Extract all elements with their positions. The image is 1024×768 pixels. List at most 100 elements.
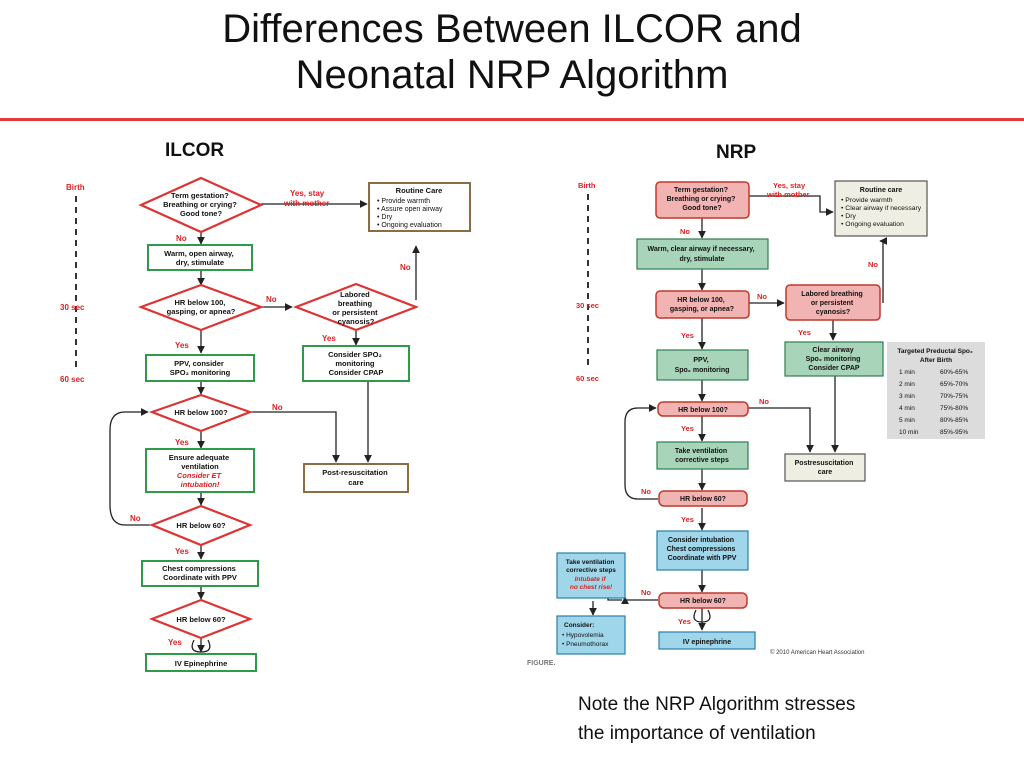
ilcor-edge-labels: Yes, stay with mother No No No Yes Yes N… bbox=[130, 189, 411, 647]
svg-text:2 min: 2 min bbox=[899, 381, 915, 388]
nrp-routine-care-box: Routine care • Provide warmth • Clear ai… bbox=[834, 180, 928, 237]
ilcor-no-3: No bbox=[400, 263, 411, 272]
svg-text:Take ventilation corre: Take ventilation corrective steps bbox=[566, 559, 617, 574]
nrp-no-3: No bbox=[868, 260, 878, 269]
svg-text:Labored breathing: Labored breathing or persistent cyanosis… bbox=[332, 290, 380, 326]
nrp-hr60-box: HR below 60? bbox=[658, 490, 748, 507]
svg-text:Labored breathing or p: Labored breathing or persistent cyanosis… bbox=[801, 291, 864, 316]
svg-text:Post-resuscitation car: Post-resuscitation care bbox=[322, 468, 390, 487]
ilcor-decision-labored: Labored breathing or persistent cyanosis… bbox=[292, 282, 420, 332]
svg-text:4 min: 4 min bbox=[899, 405, 915, 412]
svg-text:Warm, open airway, dry: Warm, open airway, dry, stimulate bbox=[164, 249, 236, 267]
nrp-spo2-target-table: Targeted Preductal Spo₂ After Birth 1 mi… bbox=[887, 342, 985, 439]
nrp-flowchart: Birth 30 sec 60 sec bbox=[527, 180, 985, 667]
nrp-yes-stay-2: with mother bbox=[766, 190, 810, 199]
svg-text:HR below 100, gasping,: HR below 100, gasping, or apnea? bbox=[670, 297, 734, 313]
nrp-timeline: Birth 30 sec 60 sec bbox=[576, 181, 599, 383]
svg-text:HR below 60?: HR below 60? bbox=[176, 615, 226, 624]
svg-text:Postresuscitation care: Postresuscitation care bbox=[795, 460, 856, 476]
svg-text:1 min: 1 min bbox=[899, 369, 915, 376]
nrp-yes-2: Yes bbox=[681, 331, 694, 340]
ilcor-yes-stay-1: Yes, stay bbox=[290, 189, 325, 198]
nrp-connectors bbox=[589, 195, 888, 631]
svg-text:• Provide warmth • Ass: • Provide warmth • Assure open airway • … bbox=[377, 198, 444, 229]
svg-text:HR below 60?: HR below 60? bbox=[680, 598, 726, 605]
nrp-no-1: No bbox=[680, 227, 690, 236]
svg-text:• Hypovolemia • Pneumo: • Hypovolemia • Pneumothorax bbox=[562, 632, 609, 648]
flowchart-canvas: Birth 30 sec 60 sec Yes, stay bbox=[60, 176, 985, 672]
ilcor-yes-stay-2: with mother bbox=[283, 199, 329, 208]
nrp-epinephrine-box: IV epinephrine bbox=[658, 631, 756, 650]
svg-text:Term gestation? Breath: Term gestation? Breathing or crying? Goo… bbox=[667, 187, 738, 212]
nrp-time-30: 30 sec bbox=[576, 301, 599, 310]
ilcor-ensure-ventilation-box: Ensure adequate ventilation Consider ET … bbox=[145, 448, 255, 493]
nrp-yes-stay-1: Yes, stay bbox=[773, 181, 806, 190]
nrp-take-ventilation-2-box: Take ventilation corrective steps Intuba… bbox=[556, 552, 626, 599]
svg-text:Consider:: Consider: bbox=[564, 622, 594, 629]
ilcor-decision-hr100: HR below 100, gasping, or apnea? bbox=[137, 283, 265, 332]
nrp-hr60-b-box: HR below 60? bbox=[658, 592, 748, 609]
note-line-1: Note the NRP Algorithm stresses bbox=[578, 694, 856, 715]
svg-text:Consider ET intubation: Consider ET intubation! bbox=[177, 471, 223, 489]
ilcor-epinephrine-box: IV Epinephrine bbox=[145, 653, 257, 672]
nrp-warm-box: Warm, clear airway if necessary, dry, st… bbox=[636, 238, 769, 270]
title-line-1: Differences Between ILCOR and bbox=[222, 7, 802, 51]
nrp-no-5: No bbox=[641, 487, 651, 496]
title-line-2: Neonatal NRP Algorithm bbox=[295, 53, 729, 97]
ilcor-time-60: 60 sec bbox=[60, 375, 85, 384]
ilcor-no-1: No bbox=[176, 234, 187, 243]
svg-text:HR below 100?: HR below 100? bbox=[678, 407, 728, 414]
svg-text:HR below 100, gasping,: HR below 100, gasping, or apnea? bbox=[167, 298, 236, 316]
nrp-yes-4: Yes bbox=[681, 515, 694, 524]
nrp-edge-labels: Yes, stay with mother No No No Yes Yes N… bbox=[641, 181, 878, 626]
ilcor-yes-2: Yes bbox=[175, 341, 189, 350]
ilcor-time-birth: Birth bbox=[66, 183, 85, 192]
nrp-ppv-box: PPV, Spo₂ monitoring bbox=[656, 349, 749, 381]
svg-text:Chest compressions Coo: Chest compressions Coordinate with PPV bbox=[162, 564, 238, 582]
ilcor-timeline: Birth 30 sec 60 sec bbox=[60, 183, 85, 384]
svg-text:IV epinephrine: IV epinephrine bbox=[683, 639, 731, 646]
ilcor-yes-1: Yes bbox=[322, 334, 336, 343]
nrp-no-4: No bbox=[759, 397, 769, 406]
svg-text:Take ventilation corre: Take ventilation corrective steps bbox=[675, 448, 729, 464]
ilcor-time-30: 30 sec bbox=[60, 303, 85, 312]
svg-text:60%-65%: 60%-65% bbox=[940, 369, 968, 376]
svg-text:HR below 60?: HR below 60? bbox=[176, 521, 226, 530]
svg-text:Warm, clear airway if necessar: Warm, clear airway if necessary, dry, st… bbox=[648, 246, 757, 263]
ilcor-decision-hr60-b: HR below 60? bbox=[148, 598, 254, 640]
nrp-term-gestation-box: Term gestation? Breathing or crying? Goo… bbox=[655, 181, 750, 219]
nrp-yes-3: Yes bbox=[681, 424, 694, 433]
nrp-figure-label: FIGURE. bbox=[527, 660, 555, 667]
nrp-yes-1: Yes bbox=[798, 328, 811, 337]
svg-text:PPV, consider SPO₂ mon: PPV, consider SPO₂ monitoring bbox=[170, 359, 231, 377]
svg-text:HR below 100?: HR below 100? bbox=[174, 408, 228, 417]
nrp-take-ventilation-box: Take ventilation corrective steps bbox=[656, 441, 749, 470]
ilcor-yes-4: Yes bbox=[175, 547, 189, 556]
ilcor-connectors bbox=[109, 200, 420, 653]
svg-text:5 min: 5 min bbox=[899, 417, 915, 424]
svg-text:Targeted Preductal Spo₂: Targeted Preductal Spo₂ After Birth bbox=[897, 348, 974, 364]
svg-text:PPV, Spo₂ monitoring: PPV, Spo₂ monitoring bbox=[675, 357, 730, 374]
nrp-consider-intubation-box: Consider intubation Chest compressions C… bbox=[656, 530, 749, 571]
svg-text:3 min: 3 min bbox=[899, 393, 915, 400]
nrp-clear-airway-box: Clear airway Spo₂ monitoring Consider CP… bbox=[784, 341, 884, 377]
svg-text:Ensure adequate ventil: Ensure adequate ventilation bbox=[169, 453, 232, 471]
nrp-no-2: No bbox=[757, 292, 767, 301]
slide-title: Differences Between ILCOR and Neonatal N… bbox=[0, 6, 1024, 98]
nrp-hr100-box: HR below 100, gasping, or apnea? bbox=[655, 290, 750, 319]
ilcor-routine-care-box: Routine Care • Provide warmth • Assure o… bbox=[368, 182, 471, 232]
ilcor-no-2: No bbox=[266, 295, 277, 304]
svg-text:65%-70%: 65%-70% bbox=[940, 381, 968, 388]
nrp-hr100-b-box: HR below 100? bbox=[657, 401, 749, 417]
svg-text:Routine care: Routine care bbox=[860, 187, 903, 194]
ilcor-label: ILCOR bbox=[165, 140, 225, 161]
svg-text:80%-85%: 80%-85% bbox=[940, 417, 968, 424]
svg-text:75%-80%: 75%-80% bbox=[940, 405, 968, 412]
title-divider bbox=[0, 118, 1024, 121]
svg-text:85%-95%: 85%-95% bbox=[940, 429, 968, 436]
svg-text:70%-75%: 70%-75% bbox=[940, 393, 968, 400]
ilcor-no-5: No bbox=[130, 514, 141, 523]
svg-text:HR below 60?: HR below 60? bbox=[680, 496, 726, 503]
nrp-time-birth: Birth bbox=[578, 181, 596, 190]
ilcor-decision-hr60: HR below 60? bbox=[149, 504, 253, 547]
